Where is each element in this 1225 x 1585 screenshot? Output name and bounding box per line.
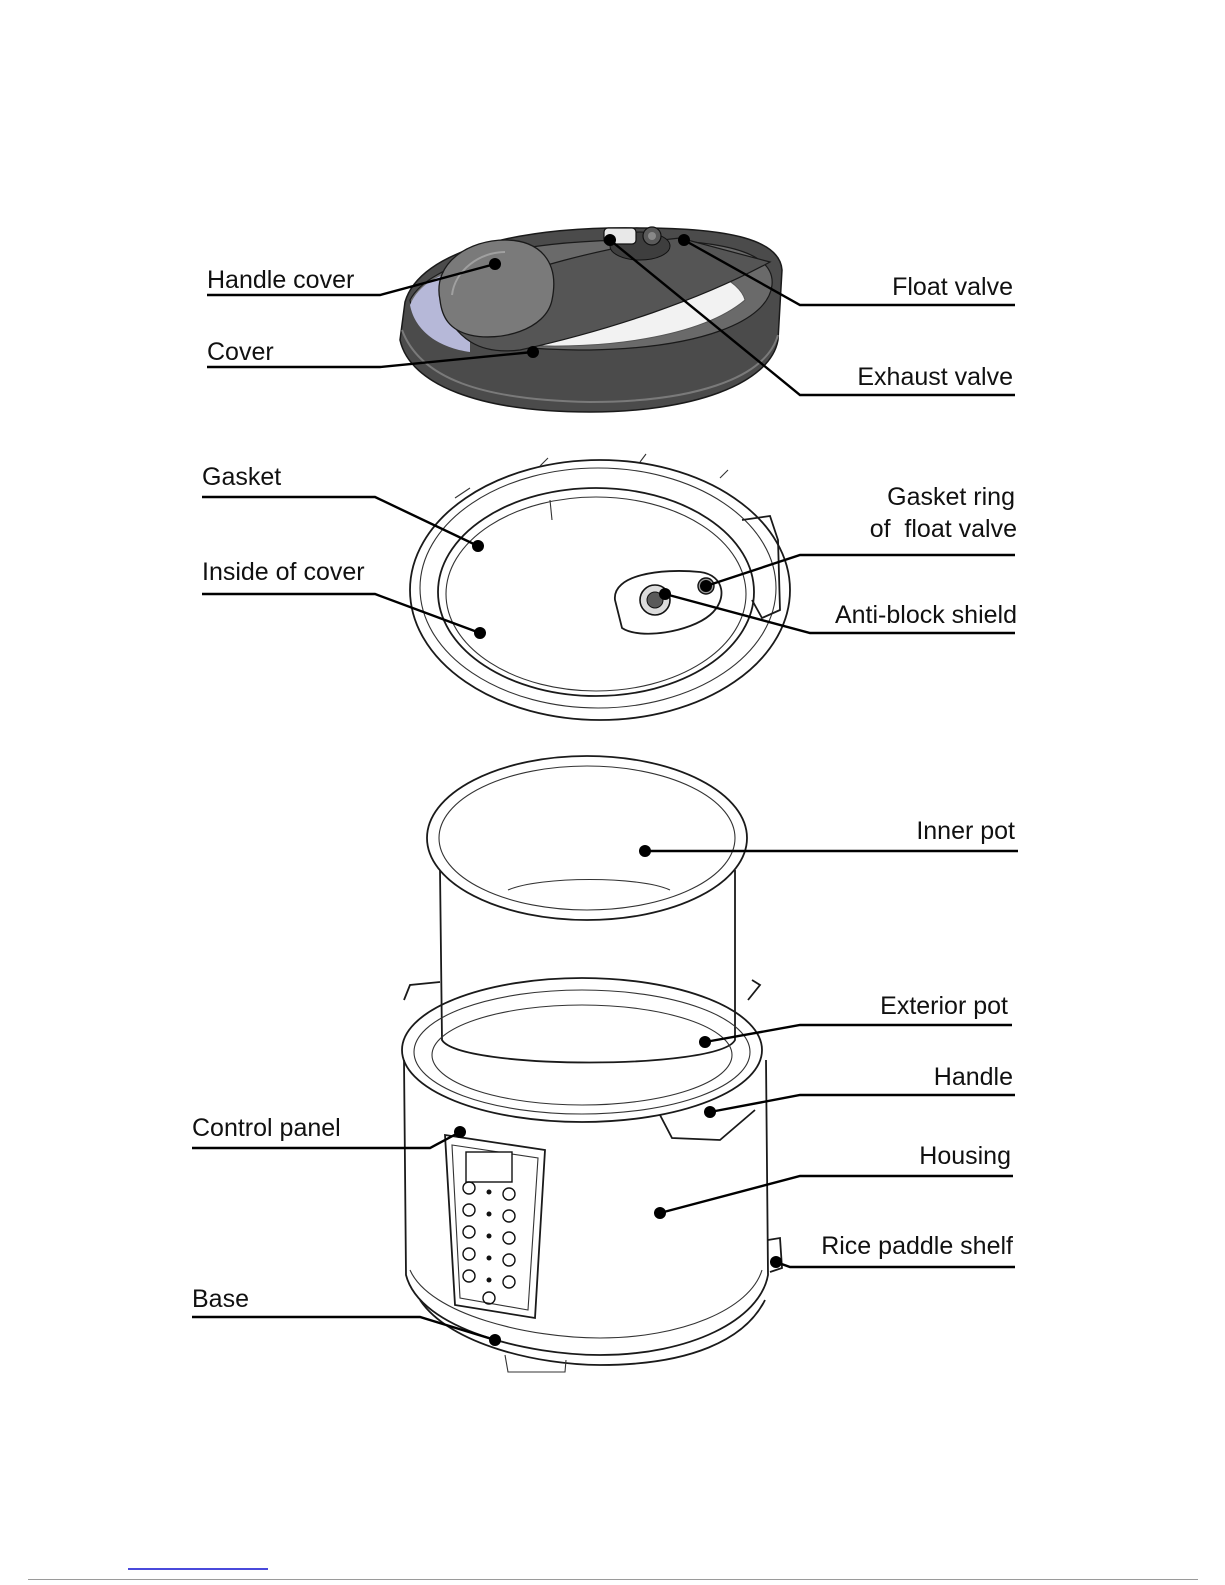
dot-gasket-ring bbox=[700, 580, 712, 592]
label-exterior-pot: Exterior pot bbox=[880, 992, 1008, 1020]
label-gasket-ring-line2: of float valve bbox=[870, 515, 1017, 543]
dot-rice-paddle-shelf bbox=[770, 1256, 782, 1268]
control-panel-buttons bbox=[463, 1182, 515, 1304]
leader-handle bbox=[710, 1095, 1015, 1112]
label-handle: Handle bbox=[934, 1063, 1013, 1091]
leader-rice-paddle-shelf bbox=[776, 1262, 1015, 1267]
control-panel-display bbox=[466, 1152, 512, 1182]
label-inner-pot: Inner pot bbox=[916, 817, 1015, 845]
label-inside-of-cover: Inside of cover bbox=[202, 558, 365, 586]
dot-control-panel bbox=[454, 1126, 466, 1138]
lid-illustration bbox=[400, 227, 782, 412]
dot-exhaust-valve bbox=[604, 234, 616, 246]
dot-anti-block-shield bbox=[659, 588, 671, 600]
label-gasket-ring-line1: Gasket ring bbox=[887, 483, 1015, 511]
label-base: Base bbox=[192, 1285, 249, 1313]
leader-housing bbox=[660, 1176, 1013, 1213]
dot-cover bbox=[527, 346, 539, 358]
cover-inside-illustration bbox=[410, 454, 790, 720]
dot-handle bbox=[704, 1106, 716, 1118]
leader-exterior-pot bbox=[705, 1025, 1012, 1042]
leader-gasket bbox=[202, 497, 478, 546]
label-control-panel: Control panel bbox=[192, 1114, 341, 1142]
dot-float-valve bbox=[678, 234, 690, 246]
label-gasket: Gasket bbox=[202, 463, 281, 491]
label-exhaust-valve: Exhaust valve bbox=[857, 363, 1013, 391]
footer-link-underline[interactable] bbox=[128, 1568, 268, 1570]
label-anti-block-shield: Anti-block shield bbox=[835, 601, 1017, 629]
label-handle-cover: Handle cover bbox=[207, 266, 354, 294]
dot-exterior-pot bbox=[699, 1036, 711, 1048]
label-housing: Housing bbox=[919, 1142, 1011, 1170]
footer-divider bbox=[28, 1579, 1198, 1580]
dot-inner-pot bbox=[639, 845, 651, 857]
dot-handle-cover bbox=[489, 258, 501, 270]
label-rice-paddle-shelf: Rice paddle shelf bbox=[821, 1232, 1013, 1260]
dot-gasket bbox=[472, 540, 484, 552]
part-labels: Handle cover Cover Float valve Exhaust v… bbox=[192, 266, 1017, 1313]
label-cover: Cover bbox=[207, 338, 274, 366]
inner-pot-illustration bbox=[427, 756, 747, 1063]
dot-housing bbox=[654, 1207, 666, 1219]
dot-base bbox=[489, 1334, 501, 1346]
label-float-valve: Float valve bbox=[892, 273, 1013, 301]
housing-illustration bbox=[402, 978, 782, 1372]
dot-inside-of-cover bbox=[474, 627, 486, 639]
